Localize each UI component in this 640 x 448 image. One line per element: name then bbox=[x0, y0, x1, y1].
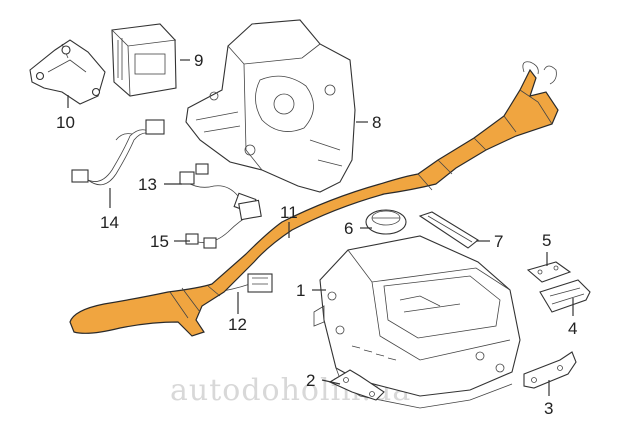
part-10-bracket bbox=[29, 39, 106, 105]
callout-9: 9 bbox=[194, 51, 203, 70]
callout-15: 15 bbox=[150, 232, 169, 251]
callout-13: 13 bbox=[138, 175, 157, 194]
part-5-plate bbox=[526, 261, 572, 283]
callout-14: 14 bbox=[100, 213, 119, 232]
callout-12: 12 bbox=[228, 315, 247, 334]
callout-11: 11 bbox=[280, 203, 298, 222]
part-14-harness bbox=[71, 119, 165, 186]
callout-8: 8 bbox=[372, 113, 381, 132]
callout-6: 6 bbox=[344, 219, 353, 238]
part-2-bracket bbox=[328, 369, 385, 401]
callout-1: 1 bbox=[296, 281, 305, 300]
part-3-bracket bbox=[523, 351, 577, 389]
part-6-cap bbox=[365, 209, 407, 235]
callout-10: 10 bbox=[56, 113, 75, 132]
leader-lines bbox=[67, 59, 574, 396]
part-9-control-module bbox=[111, 23, 177, 97]
callout-4: 4 bbox=[568, 319, 577, 338]
part-1-inverter bbox=[313, 235, 521, 409]
callout-5: 5 bbox=[542, 231, 551, 250]
part-11-main-harness bbox=[69, 61, 559, 337]
callout-7: 7 bbox=[494, 232, 503, 251]
callout-2: 2 bbox=[306, 371, 315, 390]
part-4-bracket bbox=[539, 279, 591, 313]
part-7-gasket bbox=[418, 211, 479, 249]
callout-3: 3 bbox=[544, 399, 553, 418]
part-15-cable bbox=[185, 199, 262, 249]
callout-labels: 1 2 3 4 5 6 7 8 9 10 11 12 13 14 15 bbox=[56, 51, 577, 418]
part-8-engine-assembly bbox=[185, 19, 356, 193]
